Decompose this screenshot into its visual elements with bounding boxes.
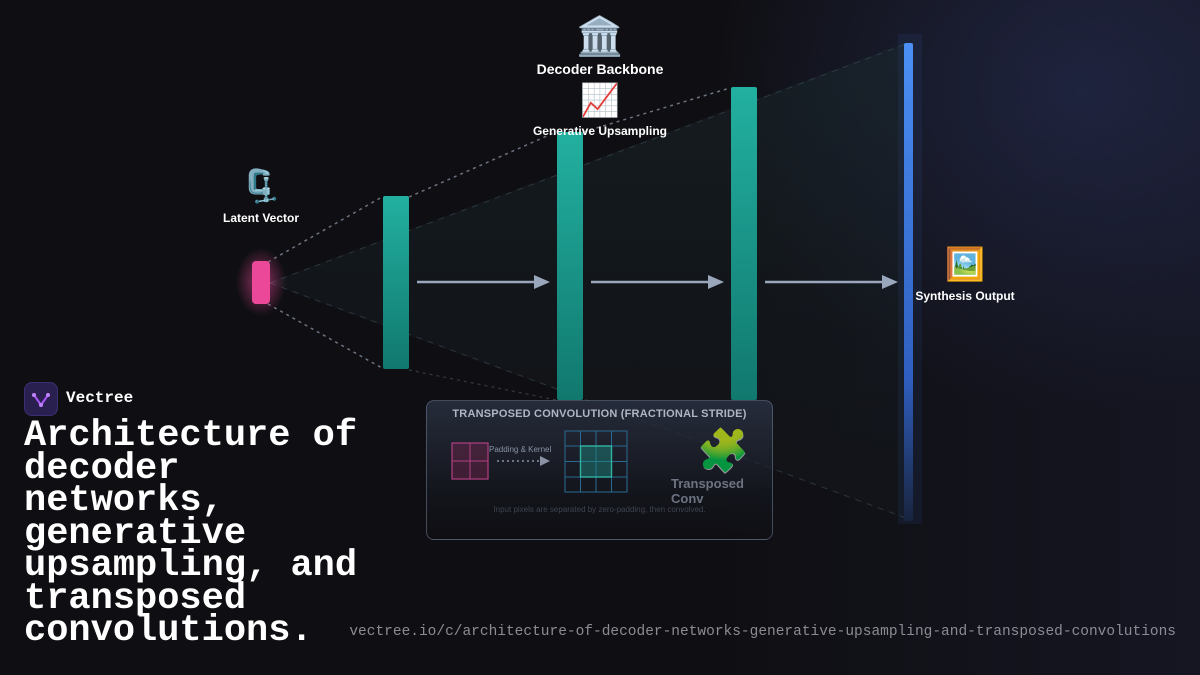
brand-name: Vectree — [66, 389, 134, 407]
classical-building-icon: 🏛️ — [576, 16, 624, 58]
page-title: Architecture of decoder networks, genera… — [24, 415, 358, 652]
decoder-layer-3 — [731, 87, 757, 400]
conv-panel-title: TRANSPOSED CONVOLUTION (FRACTIONAL STRID… — [452, 408, 747, 420]
latent-vector-label: Latent Vector — [222, 211, 300, 225]
flow-arrow-1 — [417, 275, 550, 289]
chart-increasing-icon: 📈 — [580, 82, 620, 118]
flow-arrow-2 — [591, 275, 724, 289]
cone-edge-top-2 — [408, 131, 557, 198]
decoder-layer-2 — [557, 132, 583, 400]
decoder-backbone-label: Decoder Backbone — [536, 61, 664, 77]
transposed-conv-label: Transposed Conv — [671, 476, 744, 506]
transposed-conv-panel: TRANSPOSED CONVOLUTION (FRACTIONAL STRID… — [426, 400, 773, 540]
cone-upper-ray — [269, 43, 907, 284]
latent-vector-block — [252, 261, 270, 304]
cone-edge-top-1 — [267, 196, 383, 263]
flow-arrow-3 — [765, 275, 898, 289]
output-layer-bar — [904, 43, 913, 521]
puzzle-piece-icon: 🧩 — [697, 427, 750, 474]
generative-upsampling-label: Generative Upsampling — [532, 124, 668, 138]
vectree-logo-icon — [24, 382, 58, 416]
padding-arrow — [497, 456, 550, 466]
clamp-icon: 🗜️ — [241, 168, 281, 204]
conv-panel-note: Input pixels are separated by zero-paddi… — [493, 505, 706, 514]
output-grid — [564, 430, 628, 493]
framed-picture-icon: 🖼️ — [945, 246, 985, 282]
cone-edge-top-3 — [582, 87, 731, 133]
synthesis-output-label: Synthesis Output — [915, 289, 1015, 303]
page-url[interactable]: vectree.io/c/architecture-of-decoder-net… — [349, 624, 1176, 640]
padding-kernel-label: Padding & Kernel — [489, 445, 552, 454]
cone-edge-bottom-1 — [267, 303, 383, 369]
input-grid — [451, 442, 489, 480]
decoder-layer-1 — [383, 196, 409, 369]
conv-illustration — [451, 430, 628, 493]
